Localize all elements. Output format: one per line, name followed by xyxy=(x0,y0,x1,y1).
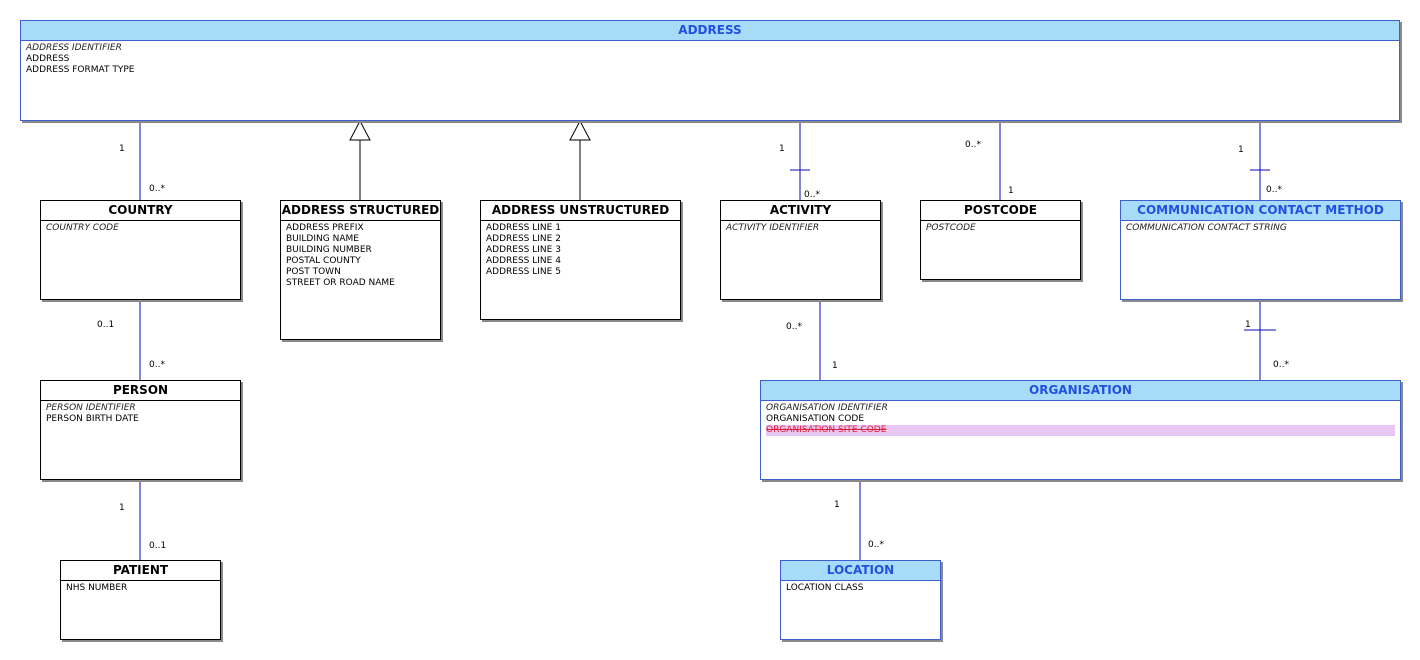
entity-postcode[interactable]: POSTCODE POSTCODE xyxy=(920,200,1081,280)
entity-title: ORGANISATION xyxy=(761,381,1400,401)
entity-person[interactable]: PERSON PERSON IDENTIFIER PERSON BIRTH DA… xyxy=(40,380,241,480)
attribute-activity-identifier: ACTIVITY IDENTIFIER xyxy=(726,223,820,233)
attribute-organisation-code: ORGANISATION CODE xyxy=(766,414,865,424)
attribute-address-prefix: ADDRESS PREFIX xyxy=(286,223,364,233)
attribute-location-class: LOCATION CLASS xyxy=(786,583,864,593)
attribute-building-name: BUILDING NAME xyxy=(286,234,359,244)
multiplicity-label: 0..* xyxy=(149,360,165,370)
entity-title: ADDRESS xyxy=(21,21,1399,41)
multiplicity-label: 0..* xyxy=(804,190,820,200)
generalization-arrowhead-unstructured xyxy=(569,119,591,141)
attribute-address-line-5: ADDRESS LINE 5 xyxy=(486,267,561,277)
multiplicity-label: 1 xyxy=(119,144,125,154)
multiplicity-label: 0..* xyxy=(786,322,802,332)
multiplicity-label: 1 xyxy=(834,500,840,510)
entity-title: COUNTRY xyxy=(41,201,240,221)
multiplicity-label: 1 xyxy=(1008,186,1014,196)
attribute-address-line-3: ADDRESS LINE 3 xyxy=(486,245,561,255)
multiplicity-label: 0..* xyxy=(1273,360,1289,370)
entity-title: ADDRESS STRUCTURED xyxy=(281,201,440,221)
attribute-post-town: POST TOWN xyxy=(286,267,341,277)
entity-title: LOCATION xyxy=(781,561,940,581)
entity-address-unstructured[interactable]: ADDRESS UNSTRUCTURED ADDRESS LINE 1 ADDR… xyxy=(480,200,681,320)
attribute-address-identifier: ADDRESS IDENTIFIER xyxy=(26,43,122,53)
entity-communication-contact-method[interactable]: COMMUNICATION CONTACT METHOD COMMUNICATI… xyxy=(1120,200,1401,300)
entity-activity[interactable]: ACTIVITY ACTIVITY IDENTIFIER xyxy=(720,200,881,300)
entity-title: PERSON xyxy=(41,381,240,401)
attribute-person-identifier: PERSON IDENTIFIER xyxy=(46,403,136,413)
entity-title: PATIENT xyxy=(61,561,220,581)
attribute-postcode: POSTCODE xyxy=(926,223,976,233)
multiplicity-label: 0..1 xyxy=(149,541,167,551)
generalization-arrowhead-structured xyxy=(349,119,371,141)
multiplicity-label: 0..* xyxy=(868,540,884,550)
attribute-address: ADDRESS xyxy=(26,54,70,64)
multiplicity-label: 1 xyxy=(1238,145,1244,155)
entity-title: POSTCODE xyxy=(921,201,1080,221)
entity-title: COMMUNICATION CONTACT METHOD xyxy=(1121,201,1400,221)
multiplicity-label: 0..1 xyxy=(97,320,115,330)
multiplicity-label: 0..* xyxy=(965,140,981,150)
attribute-country-code: COUNTRY CODE xyxy=(46,223,119,233)
multiplicity-label: 1 xyxy=(1245,320,1251,330)
attribute-address-line-4: ADDRESS LINE 4 xyxy=(486,256,561,266)
attribute-postal-county: POSTAL COUNTY xyxy=(286,256,361,266)
attribute-address-format-type: ADDRESS FORMAT TYPE xyxy=(26,65,135,75)
entity-organisation[interactable]: ORGANISATION ORGANISATION IDENTIFIER ORG… xyxy=(760,380,1401,480)
entity-title: ACTIVITY xyxy=(721,201,880,221)
entity-patient[interactable]: PATIENT NHS NUMBER xyxy=(60,560,221,640)
entity-country[interactable]: COUNTRY COUNTRY CODE xyxy=(40,200,241,300)
attribute-address-line-2: ADDRESS LINE 2 xyxy=(486,234,561,244)
multiplicity-label: 1 xyxy=(119,503,125,513)
attribute-organisation-identifier: ORGANISATION IDENTIFIER xyxy=(766,403,888,413)
entity-address-structured[interactable]: ADDRESS STRUCTURED ADDRESS PREFIX BUILDI… xyxy=(280,200,441,340)
attribute-address-line-1: ADDRESS LINE 1 xyxy=(486,223,561,233)
multiplicity-label: 1 xyxy=(779,144,785,154)
multiplicity-label: 0..* xyxy=(1266,185,1282,195)
entity-address[interactable]: ADDRESS ADDRESS IDENTIFIER ADDRESS ADDRE… xyxy=(20,20,1400,121)
attribute-person-birth-date: PERSON BIRTH DATE xyxy=(46,414,139,424)
multiplicity-label: 0..* xyxy=(149,184,165,194)
multiplicity-label: 1 xyxy=(832,361,838,371)
attribute-street-or-road-name: STREET OR ROAD NAME xyxy=(286,278,395,288)
entity-title: ADDRESS UNSTRUCTURED xyxy=(481,201,680,221)
attribute-communication-contact-string: COMMUNICATION CONTACT STRING xyxy=(1126,223,1287,233)
attribute-nhs-number: NHS NUMBER xyxy=(66,583,128,593)
attribute-building-number: BUILDING NUMBER xyxy=(286,245,372,255)
entity-location[interactable]: LOCATION LOCATION CLASS xyxy=(780,560,941,640)
attribute-organisation-site-code: ORGANISATION SITE CODE xyxy=(766,425,1395,436)
